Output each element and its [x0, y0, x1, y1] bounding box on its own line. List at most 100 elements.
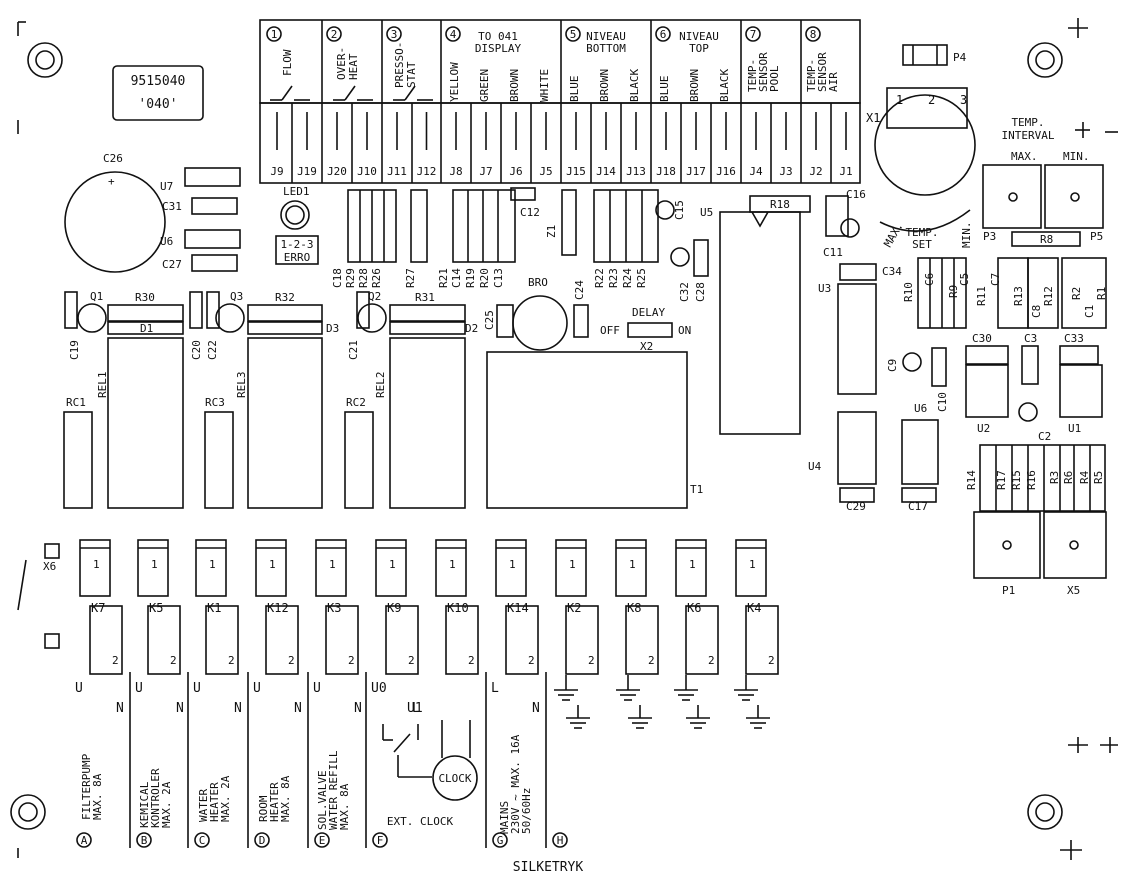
output-letter-circle [372, 832, 388, 848]
capacitor-c28 [693, 239, 709, 277]
rel2-label: REL2 [374, 372, 387, 399]
r3-label: R3 [1048, 471, 1061, 484]
block-number-circle [745, 26, 761, 42]
c27-label: C27 [162, 258, 182, 271]
potentiometer-p3 [1044, 164, 1104, 229]
block-number: 3 [391, 28, 398, 41]
output-letter: B [141, 834, 148, 847]
relay-pin-2: 2 [348, 654, 355, 667]
block-number: 8 [810, 28, 817, 41]
led-code: 1-2-3 [280, 238, 313, 251]
resistor-array-6 [1027, 257, 1059, 329]
r8-label: R8 [1040, 233, 1053, 246]
capacitor-c29 [839, 487, 875, 503]
rel3-label: REL3 [235, 372, 248, 399]
capacitor-c20 [189, 291, 203, 329]
transistor-q2 [357, 303, 387, 333]
relay-label-k8: K8 [627, 601, 641, 615]
block-number-circle [565, 26, 581, 42]
led1 [280, 200, 310, 230]
jumper-j13: J13 [626, 165, 646, 178]
part-number: 9515040 [131, 74, 186, 89]
block-label-temp-pool: TEMP-SENSORPOOL [746, 52, 781, 92]
ic-notch [751, 211, 769, 228]
r32-label: R32 [275, 291, 295, 304]
resistor-r18 [749, 195, 811, 213]
output-letter: F [377, 834, 384, 847]
p2-label: X1 [866, 111, 880, 125]
relay-label-k4: K4 [747, 601, 761, 615]
output-terminal-right: N [176, 701, 184, 716]
ic-u6 [184, 229, 241, 249]
d1-label: D1 [140, 322, 153, 335]
p5-label: P1 [1002, 584, 1015, 597]
relay-k8-coil [615, 539, 647, 597]
relay-k9-coil [375, 539, 407, 597]
output-label-water-heater: WATERHEATERMAX. 2A [197, 775, 232, 822]
bro-label: BRO [528, 276, 548, 289]
output-letter-circle [194, 832, 210, 848]
c10-label: C10 [936, 392, 949, 412]
r17-label: R17 [995, 470, 1008, 490]
relay-pin-2: 2 [228, 654, 235, 667]
polarity-mark: + [108, 175, 115, 188]
x5-connector [44, 543, 60, 559]
c16-label: C16 [846, 188, 866, 201]
output-label-mains: MAINS230V ~ MAX. 16A50/60Hz [498, 734, 533, 834]
ic-u3 [837, 283, 877, 395]
temp-interval-title: TEMP.INTERVAL [1002, 116, 1055, 142]
c19-label: C19 [68, 340, 81, 360]
block-number: 7 [750, 28, 757, 41]
relay-pin-2: 2 [468, 654, 475, 667]
capacitor-c9 [902, 352, 922, 372]
q1-label: Q1 [90, 290, 103, 303]
x5-wire [17, 559, 27, 611]
potentiometer-p1 [1043, 511, 1107, 579]
ic-u4 [837, 411, 877, 485]
relay-k4-contact [745, 605, 779, 675]
mounting-hole-inner [1035, 802, 1055, 822]
c34-label: C34 [882, 265, 902, 278]
block-number-circle [266, 26, 282, 42]
output-terminal-right: L [412, 701, 420, 716]
rc1-label: RC1 [66, 396, 86, 409]
wire-color-black: BLACK [628, 69, 641, 102]
resistor-array-2 [452, 189, 516, 263]
block-number: 1 [271, 28, 278, 41]
c29-label: C29 [846, 500, 866, 513]
output-letter-circle [492, 832, 508, 848]
board-code: '040' [138, 97, 177, 112]
switch-symbol [281, 85, 293, 101]
block-number: 5 [570, 28, 577, 41]
relay-pin-1: 1 [93, 558, 100, 571]
u4-label: U4 [808, 460, 822, 473]
r24-label: R24 [621, 268, 634, 288]
relay-pin-1: 1 [209, 558, 216, 571]
u7-label: U7 [160, 180, 173, 193]
relay-k2-coil [555, 539, 587, 597]
relay-label-k12: K12 [267, 601, 289, 615]
block-number-circle [445, 26, 461, 42]
p3-label: P5 [1090, 230, 1103, 243]
led-code-box [275, 235, 319, 265]
relay-label-k6: K6 [687, 601, 701, 615]
relay-label-k2: K2 [567, 601, 581, 615]
led-error: ERRO [284, 251, 311, 264]
c20-label: C20 [190, 340, 203, 360]
relay-rel3 [247, 337, 323, 509]
jumper-j4: J4 [749, 165, 763, 178]
c31-label: C31 [162, 200, 182, 213]
transistor-q1 [77, 303, 107, 333]
capacitor-c12 [510, 187, 536, 201]
c6-label: C6 [923, 273, 936, 286]
relay-pin-1: 1 [269, 558, 276, 571]
silketryk-label: SILKETRYK [513, 860, 584, 875]
relay-pin-1: 1 [509, 558, 516, 571]
x2-label: X2 [640, 340, 653, 353]
r13-label: R13 [1012, 286, 1025, 306]
r23-label: R23 [607, 268, 620, 288]
r16-label: R16 [1025, 470, 1038, 490]
r4-label: R4 [1078, 470, 1091, 484]
